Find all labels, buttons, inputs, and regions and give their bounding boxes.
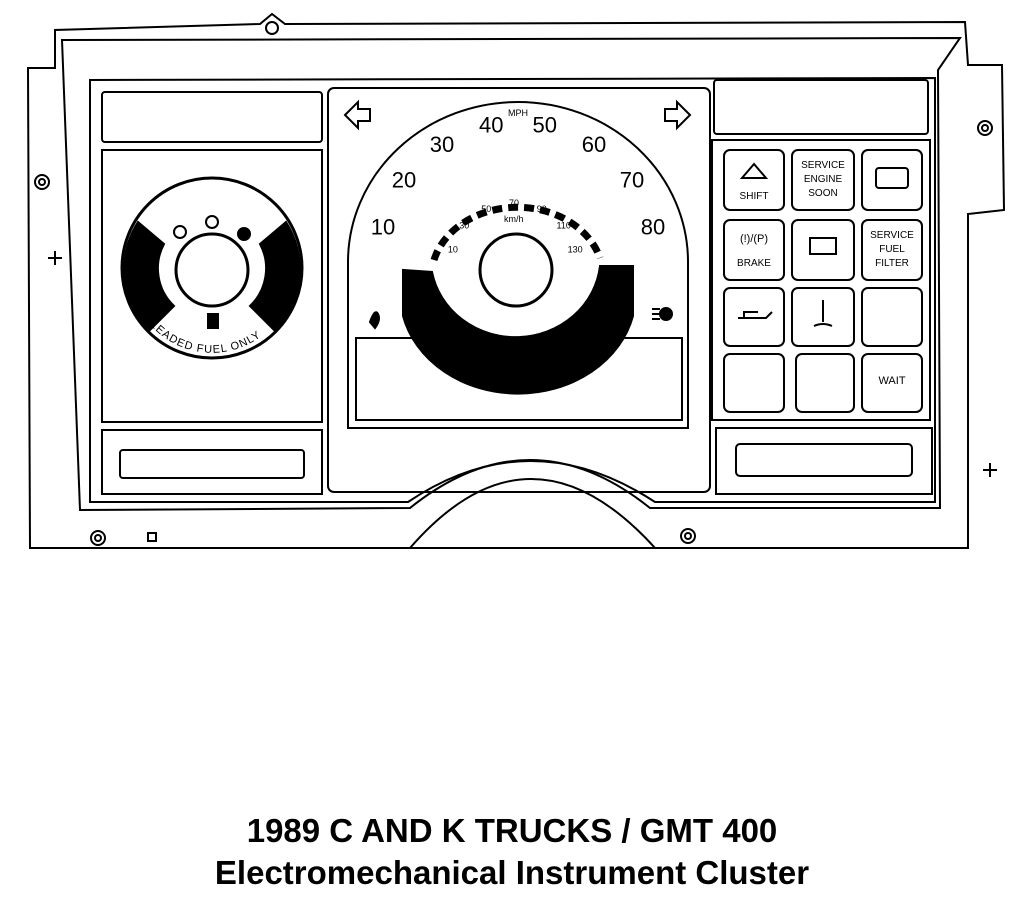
kmh-label-50: 50 [481,204,491,214]
fuel-gauge-scale [123,220,176,332]
speedometer-hub [478,232,554,308]
tile-trailer [861,149,923,211]
battery-icon [809,237,837,255]
left-top-window [101,91,323,143]
kmh-label-130: 130 [568,244,583,254]
mounting-hole-bottom-right [680,528,696,544]
mph-label-50: 50 [532,113,556,138]
service-engine-line3: SOON [808,188,837,199]
shift-icon [739,162,769,179]
mph-label-80: 80 [641,215,665,240]
tile-blank-2 [723,353,785,413]
tile-service-fuel-filter [861,219,923,281]
cluster-housing [26,12,1006,549]
right-turn-arrow [664,99,692,131]
mounting-hole-bottom-left [90,530,106,546]
left-odometer-slot [119,449,305,479]
mph-unit: MPH [508,108,528,118]
wait-label: WAIT [878,375,905,387]
brake-symbol: (!)/(P) [740,233,768,245]
service-fuel-line2: FUEL [879,244,905,255]
mph-label-10: 10 [371,215,395,240]
right-odometer-slot [735,443,913,477]
service-engine-line2: ENGINE [804,174,843,185]
kmh-label-90: 90 [537,204,547,214]
service-fuel-line3: FILTER [875,258,909,269]
right-top-window [713,79,929,135]
tile-blank-1 [861,287,923,347]
trailer-icon [875,167,909,189]
mph-label-70: 70 [620,168,644,193]
kmh-label-30: 30 [459,221,469,231]
mounting-hole-left [34,174,50,190]
right-bottom-window [715,427,933,495]
mph-label-30: 30 [430,132,454,157]
kmh-label-70: 70 [509,198,519,208]
oil-can-icon [738,311,773,319]
left-gauge-window [101,149,323,423]
tile-coolant [791,287,855,347]
tile-blank-3 [795,353,855,413]
mph-label-60: 60 [582,132,606,157]
mounting-hole-top [265,21,279,35]
service-fuel-line1: SERVICE [870,230,914,241]
fuel-gauge-hub [174,232,250,308]
mounting-hole-right [977,120,993,136]
tile-shift [723,149,785,211]
fuel-gauge-dial [120,176,304,360]
speedometer-panel [327,87,711,493]
service-engine-line1: SERVICE [801,160,845,171]
kmh-scale: 10 30 50 70 90 110 130 [448,198,583,254]
tile-battery [791,219,855,281]
fuel-pump-icon [207,313,219,329]
low-fuel-icon [368,311,380,330]
warning-light-window [711,139,931,421]
shift-label: SHIFT [740,191,769,202]
kmh-label-110: 110 [557,221,571,231]
tile-oil [723,287,785,347]
tile-service-engine-soon [791,149,855,211]
speedometer-dark-band [402,265,634,395]
left-bottom-window [101,429,323,495]
left-turn-arrow [343,99,371,131]
brake-label: BRAKE [737,258,771,269]
mph-scale: 10 20 30 40 50 60 70 80 [371,113,665,240]
mph-label-20: 20 [392,168,416,193]
kmh-unit: km/h [504,214,524,224]
caption-subtitle: Electromechanical Instrument Cluster [214,854,810,891]
high-beam-icon [659,307,673,321]
speedometer-window [347,101,689,429]
kmh-dashed-arc [430,203,604,262]
tile-brake [723,219,785,281]
tile-wait [861,353,923,413]
mph-label-40: 40 [479,113,503,138]
kmh-label-10: 10 [448,244,458,254]
caption-title: 1989 C AND K TRUCKS / GMT 400 [246,812,778,849]
coolant-icon [813,300,833,327]
